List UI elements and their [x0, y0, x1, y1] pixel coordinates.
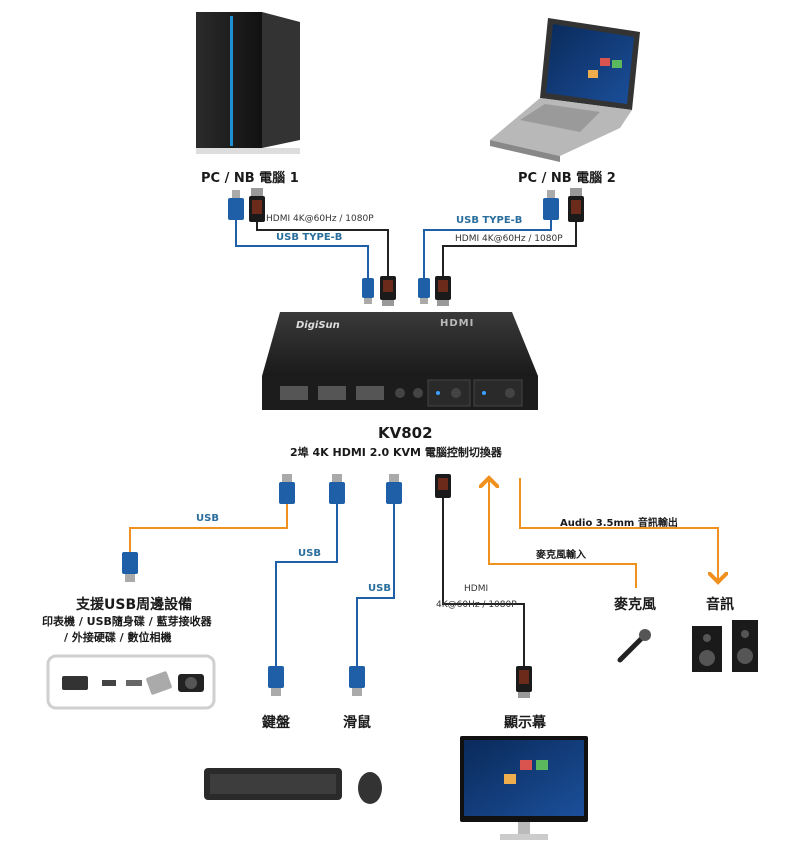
speakers-image	[692, 620, 758, 672]
usb-cable-label-2: USB TYPE-B	[456, 215, 523, 226]
usb-connector-keyboard-end	[268, 666, 284, 696]
hdmi-cable-pc1	[256, 222, 389, 278]
model-title: KV802	[378, 424, 433, 442]
switch-hdmi-logo: HDMI	[440, 318, 475, 329]
usb-a-connector-keyboard	[329, 474, 345, 504]
laptop-image	[490, 18, 640, 162]
model-subtitle: 2埠 4K HDMI 2.0 KVM 電腦控制切換器	[290, 446, 502, 459]
pc1-label: PC / NB 電腦 1	[201, 171, 299, 186]
usb-a-connector-periph	[279, 474, 295, 504]
hdmi-cable-pc2	[442, 222, 577, 278]
usb-cable-mouse	[356, 504, 395, 666]
hdmi-in-connector-2	[435, 276, 451, 306]
speaker-label: 音訊	[706, 597, 734, 613]
usb-connector-pc2	[543, 190, 559, 220]
hdmi-out-label-2: 4K@60Hz / 1080P	[436, 600, 517, 610]
switch-brand-logo: DigiSun	[296, 320, 340, 331]
hdmi-cable-label-1: HDMI 4K@60Hz / 1080P	[266, 214, 374, 224]
usb-label-periph: USB	[196, 513, 219, 524]
hdmi-connector-pc1	[249, 188, 265, 222]
hdmi-out-label-1: HDMI	[464, 584, 489, 594]
usb-peripherals-box	[46, 654, 216, 710]
microphone-image	[617, 629, 651, 663]
usb-b-connector-1	[362, 278, 374, 304]
usb-connector-mouse-end	[349, 666, 365, 696]
hdmi-cable-label-2: HDMI 4K@60Hz / 1080P	[455, 234, 563, 244]
pc-tower-image	[196, 12, 300, 154]
usb-connector-periph-end	[122, 552, 138, 582]
audio-cable	[519, 478, 718, 582]
monitor-label: 顯示幕	[504, 715, 546, 731]
usb-label-mouse: USB	[368, 583, 391, 594]
usb-cable-keyboard	[275, 504, 338, 666]
mic-in-label: 麥克風輸入	[536, 550, 586, 561]
monitor-image	[460, 736, 588, 840]
mouse-image	[358, 772, 382, 804]
mouse-label: 滑鼠	[343, 715, 371, 731]
usb-periph-desc-1: 印表機 / USB隨身碟 / 藍芽接收器	[42, 615, 212, 628]
kvm-switch-image	[262, 312, 538, 410]
hdmi-connector-monitor-top	[435, 474, 451, 498]
hdmi-cable-monitor	[442, 498, 525, 666]
usb-cable-label-1: USB TYPE-B	[276, 232, 343, 243]
usb-periph-title: 支援USB周邊設備	[76, 597, 193, 613]
usb-cable-pc2	[423, 220, 552, 278]
usb-periph-desc-2: / 外接硬碟 / 數位相機	[64, 631, 172, 644]
usb-label-keyboard: USB	[298, 548, 321, 559]
usb-b-connector-2	[418, 278, 430, 304]
hdmi-in-connector-1	[380, 276, 396, 306]
keyboard-label: 鍵盤	[262, 715, 290, 731]
usb-a-connector-mouse	[386, 474, 402, 504]
mic-label: 麥克風	[614, 597, 656, 613]
keyboard-image	[204, 768, 342, 800]
usb-cable-pc1	[235, 220, 369, 278]
hdmi-connector-monitor-end	[516, 666, 532, 698]
audio-out-label: Audio 3.5mm 音訊輸出	[560, 518, 678, 529]
usb-cable-periph	[129, 504, 288, 552]
hdmi-connector-pc2	[568, 188, 584, 222]
usb-connector-pc1	[228, 190, 244, 220]
mic-cable	[489, 478, 637, 588]
pc2-label: PC / NB 電腦 2	[518, 171, 616, 186]
